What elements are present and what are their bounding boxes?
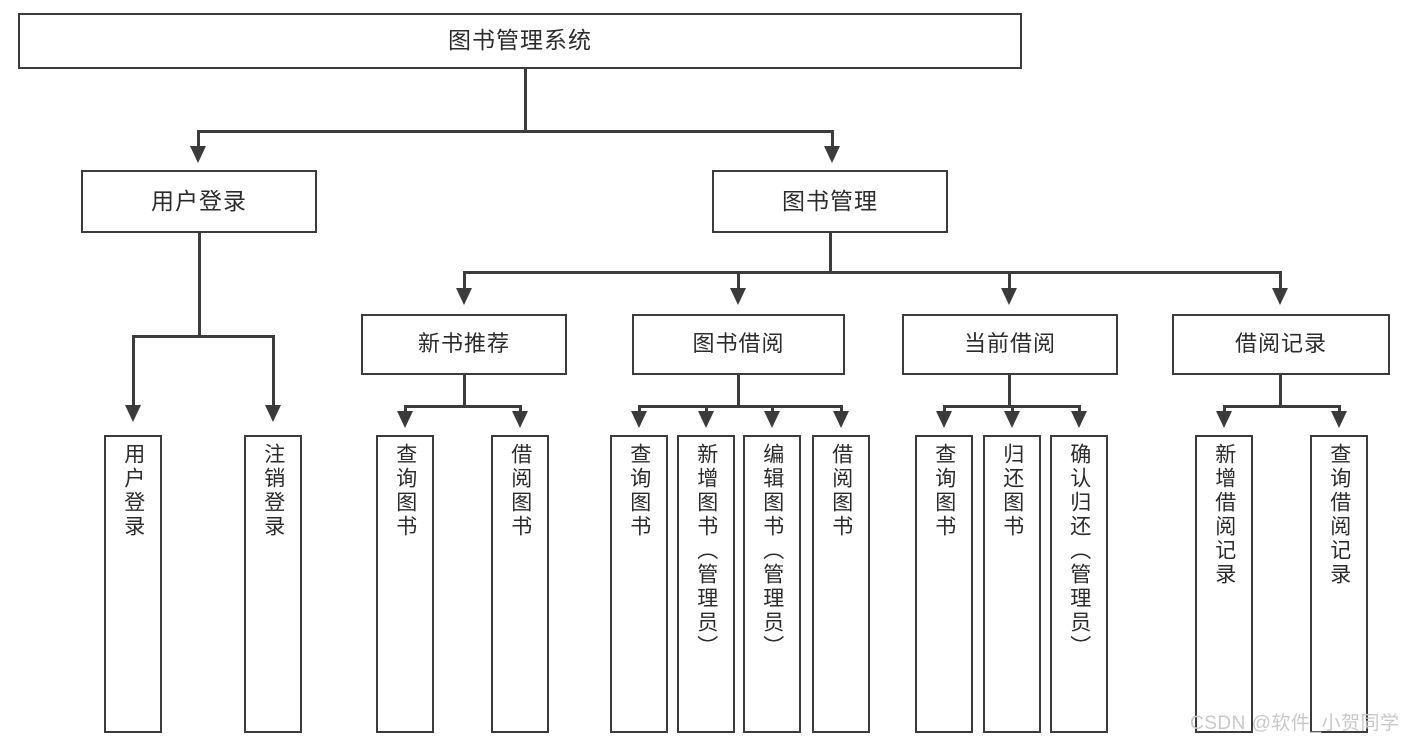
connector-bm-to-book-borrow — [737, 271, 740, 289]
connector-current-borrow-leaf1 — [943, 405, 946, 413]
node-current-borrow-label: 当前借阅 — [963, 331, 1056, 357]
csdn-watermark: CSDN @软件_小贺同学 — [1190, 708, 1399, 735]
csdn-watermark-text: CSDN @软件_小贺同学 — [1190, 713, 1400, 734]
node-root[interactable]: 图书管理系统 — [18, 13, 1022, 69]
leaf-query-book-3-label: 查询图书 — [932, 443, 956, 539]
leaf-borrow-book-1[interactable]: 借阅图书 — [491, 435, 549, 733]
arrow-book-borrow-leaf-3 — [764, 411, 780, 428]
connector-book-borrow-leaf2 — [705, 405, 708, 413]
arrow-bm-to-borrow-record — [1272, 288, 1288, 305]
connector-borrow-record-leaf2 — [1338, 405, 1341, 413]
leaf-user-logout[interactable]: 注销登录 — [244, 435, 302, 733]
arrow-bm-to-book-borrow — [730, 288, 746, 305]
connector-user-login-bar — [133, 335, 274, 338]
node-user-login-label: 用户登录 — [151, 187, 247, 214]
connector-new-book-bar — [405, 405, 521, 408]
connector-bm-to-current-borrow — [1008, 271, 1011, 289]
leaf-add-book-label: 新增图书（管理员） — [694, 443, 718, 659]
leaf-add-book[interactable]: 新增图书（管理员） — [677, 435, 735, 733]
connector-root-to-book-management — [831, 130, 834, 148]
connector-borrow-record-bar — [1224, 405, 1340, 408]
node-current-borrow[interactable]: 当前借阅 — [902, 314, 1118, 375]
connector-user-login-right — [272, 335, 275, 407]
leaf-query-book-1[interactable]: 查询图书 — [376, 435, 434, 733]
node-root-label: 图书管理系统 — [448, 27, 592, 54]
leaf-user-logout-label: 注销登录 — [261, 443, 285, 539]
leaf-borrow-book-2[interactable]: 借阅图书 — [812, 435, 870, 733]
connector-book-borrow-bar — [639, 405, 842, 408]
leaf-query-book-2[interactable]: 查询图书 — [610, 435, 668, 733]
leaf-borrow-book-2-label: 借阅图书 — [829, 443, 853, 539]
connector-book-management-bar — [464, 271, 1281, 274]
connector-current-borrow-leaf2 — [1011, 405, 1014, 413]
node-book-management-label: 图书管理 — [782, 187, 878, 214]
connector-root-to-user-login — [197, 130, 200, 148]
leaf-query-borrow-record[interactable]: 查询借阅记录 — [1310, 435, 1368, 733]
leaf-add-borrow-record-label: 新增借阅记录 — [1212, 443, 1236, 587]
connector-new-book-stem — [463, 375, 466, 407]
leaf-query-book-1-label: 查询图书 — [393, 443, 417, 539]
leaf-edit-book[interactable]: 编辑图书（管理员） — [743, 435, 801, 733]
leaf-query-book-3[interactable]: 查询图书 — [915, 435, 973, 733]
arrow-current-borrow-leaf-1 — [936, 411, 952, 428]
leaf-confirm-return[interactable]: 确认归还（管理员） — [1050, 435, 1108, 733]
connector-book-borrow-stem — [737, 375, 740, 407]
arrow-borrow-record-leaf-2 — [1331, 411, 1347, 428]
arrow-user-login-leaf-2 — [265, 405, 281, 422]
node-book-borrow[interactable]: 图书借阅 — [632, 314, 845, 375]
connector-borrow-record-leaf1 — [1223, 405, 1226, 413]
leaf-return-book[interactable]: 归还图书 — [983, 435, 1041, 733]
connector-user-login-left — [132, 335, 135, 407]
leaf-user-login[interactable]: 用户登录 — [104, 435, 162, 733]
node-book-borrow-label: 图书借阅 — [692, 331, 785, 357]
arrow-borrow-record-leaf-1 — [1216, 411, 1232, 428]
node-user-login[interactable]: 用户登录 — [81, 170, 317, 233]
connector-book-management-stem — [829, 233, 832, 273]
connector-new-book-leaf1 — [404, 405, 407, 413]
leaf-query-borrow-record-label: 查询借阅记录 — [1327, 443, 1351, 587]
connector-borrow-record-stem — [1279, 375, 1282, 407]
node-borrow-record-label: 借阅记录 — [1234, 331, 1327, 357]
arrow-book-borrow-leaf-1 — [631, 411, 647, 428]
connector-bm-to-borrow-record — [1279, 271, 1282, 289]
node-new-book-recommend-label: 新书推荐 — [417, 331, 510, 357]
arrow-new-book-leaf-1 — [397, 411, 413, 428]
connector-book-borrow-leaf1 — [638, 405, 641, 413]
leaf-borrow-book-1-label: 借阅图书 — [508, 443, 532, 539]
leaf-return-book-label: 归还图书 — [1000, 443, 1024, 539]
connector-book-borrow-leaf3 — [771, 405, 774, 413]
leaf-user-login-label: 用户登录 — [121, 443, 145, 539]
arrow-bm-to-current-borrow — [1001, 288, 1017, 305]
arrow-root-to-user-login — [190, 146, 206, 163]
arrow-new-book-leaf-2 — [512, 411, 528, 428]
arrow-book-borrow-leaf-4 — [833, 411, 849, 428]
connector-bm-to-new-book — [463, 271, 466, 289]
connector-root-bar — [198, 130, 834, 133]
node-borrow-record[interactable]: 借阅记录 — [1172, 314, 1390, 375]
arrow-user-login-leaf-1 — [125, 405, 141, 422]
arrow-book-borrow-leaf-2 — [698, 411, 714, 428]
arrow-bm-to-new-book-recommend — [456, 288, 472, 305]
arrow-root-to-book-management — [824, 146, 840, 163]
connector-root-stem — [524, 69, 527, 132]
connector-user-login-stem — [198, 233, 201, 337]
node-new-book-recommend[interactable]: 新书推荐 — [361, 314, 567, 375]
leaf-edit-book-label: 编辑图书（管理员） — [760, 443, 784, 659]
connector-new-book-leaf2 — [519, 405, 522, 413]
leaf-add-borrow-record[interactable]: 新增借阅记录 — [1195, 435, 1253, 733]
arrow-current-borrow-leaf-3 — [1071, 411, 1087, 428]
connector-book-borrow-leaf4 — [840, 405, 843, 413]
connector-current-borrow-leaf3 — [1078, 405, 1081, 413]
connector-current-borrow-stem — [1008, 375, 1011, 407]
node-book-management[interactable]: 图书管理 — [712, 170, 948, 233]
leaf-query-book-2-label: 查询图书 — [627, 443, 651, 539]
arrow-current-borrow-leaf-2 — [1004, 411, 1020, 428]
leaf-confirm-return-label: 确认归还（管理员） — [1067, 443, 1091, 659]
